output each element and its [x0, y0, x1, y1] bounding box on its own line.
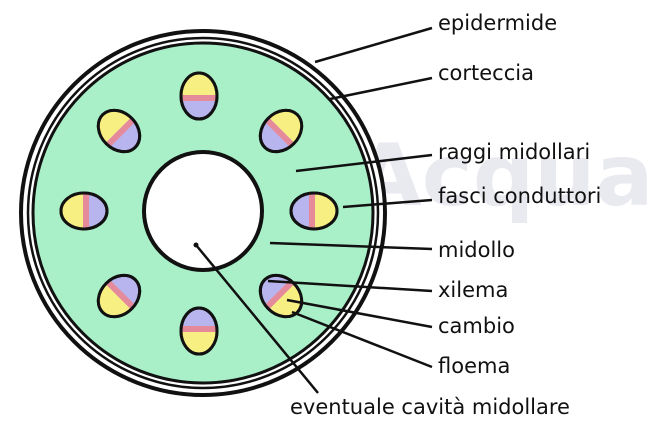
label-floema: floema [438, 354, 510, 378]
label-cambio: cambio [438, 314, 515, 338]
vascular-bundle [60, 193, 107, 229]
label-corteccia: corteccia [438, 61, 534, 85]
label-midollo: midollo [438, 238, 515, 262]
vascular-bundle [291, 193, 338, 229]
label-raggi-midollari: raggi midollari [438, 140, 590, 164]
label-epidermide: epidermide [438, 11, 557, 35]
label-cavita-midollare: eventuale cavità midollare [290, 395, 570, 419]
leader-corteccia [330, 78, 432, 99]
vascular-bundle [181, 308, 217, 355]
label-fasci-conduttori: fasci conduttori [438, 184, 601, 208]
vascular-bundle [181, 72, 217, 119]
label-xilema: xilema [438, 278, 508, 302]
leader-epidermide [315, 28, 432, 62]
leader-dot-cavita [194, 243, 199, 248]
